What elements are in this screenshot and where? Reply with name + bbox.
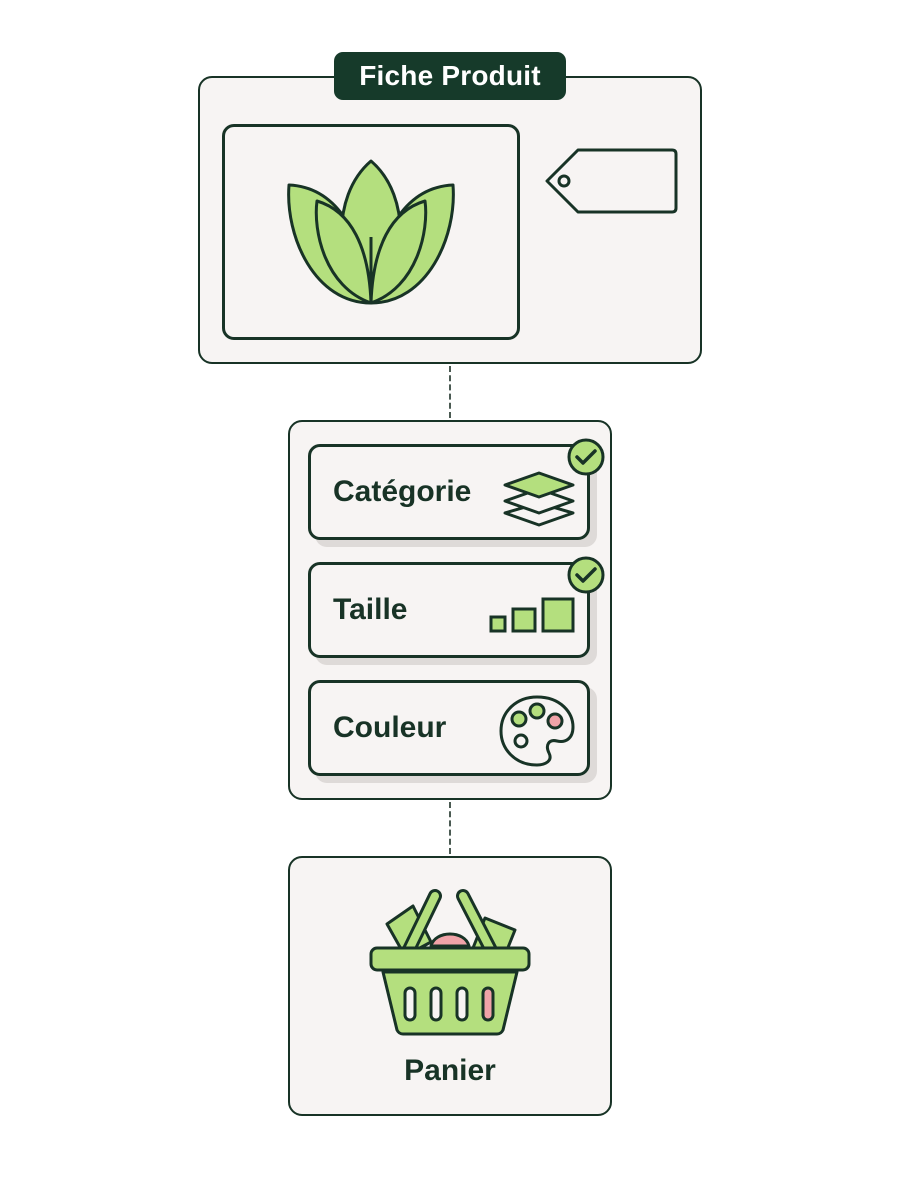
- option-size-label: Taille: [333, 593, 408, 626]
- connector-line-1: [449, 366, 451, 418]
- check-icon: [567, 556, 605, 594]
- price-tag-icon: [545, 148, 678, 214]
- option-category[interactable]: Catégorie: [308, 438, 605, 540]
- cart-card[interactable]: Panier: [288, 856, 612, 1116]
- check-icon: [567, 438, 605, 476]
- product-card-title: Fiche Produit: [334, 52, 566, 100]
- cart-label: Panier: [404, 1054, 496, 1087]
- leaf-lotus-icon: [287, 159, 455, 305]
- option-color-label: Couleur: [333, 711, 447, 744]
- option-size[interactable]: Taille: [308, 556, 605, 658]
- option-category-label: Catégorie: [333, 475, 472, 508]
- connector-line-2: [449, 802, 451, 854]
- basket-icon: [369, 889, 531, 1036]
- option-color[interactable]: Couleur: [308, 680, 590, 776]
- product-image-frame[interactable]: [222, 124, 520, 340]
- size-bars-icon: [489, 597, 575, 633]
- layers-icon: [503, 471, 575, 527]
- palette-icon: [499, 695, 575, 767]
